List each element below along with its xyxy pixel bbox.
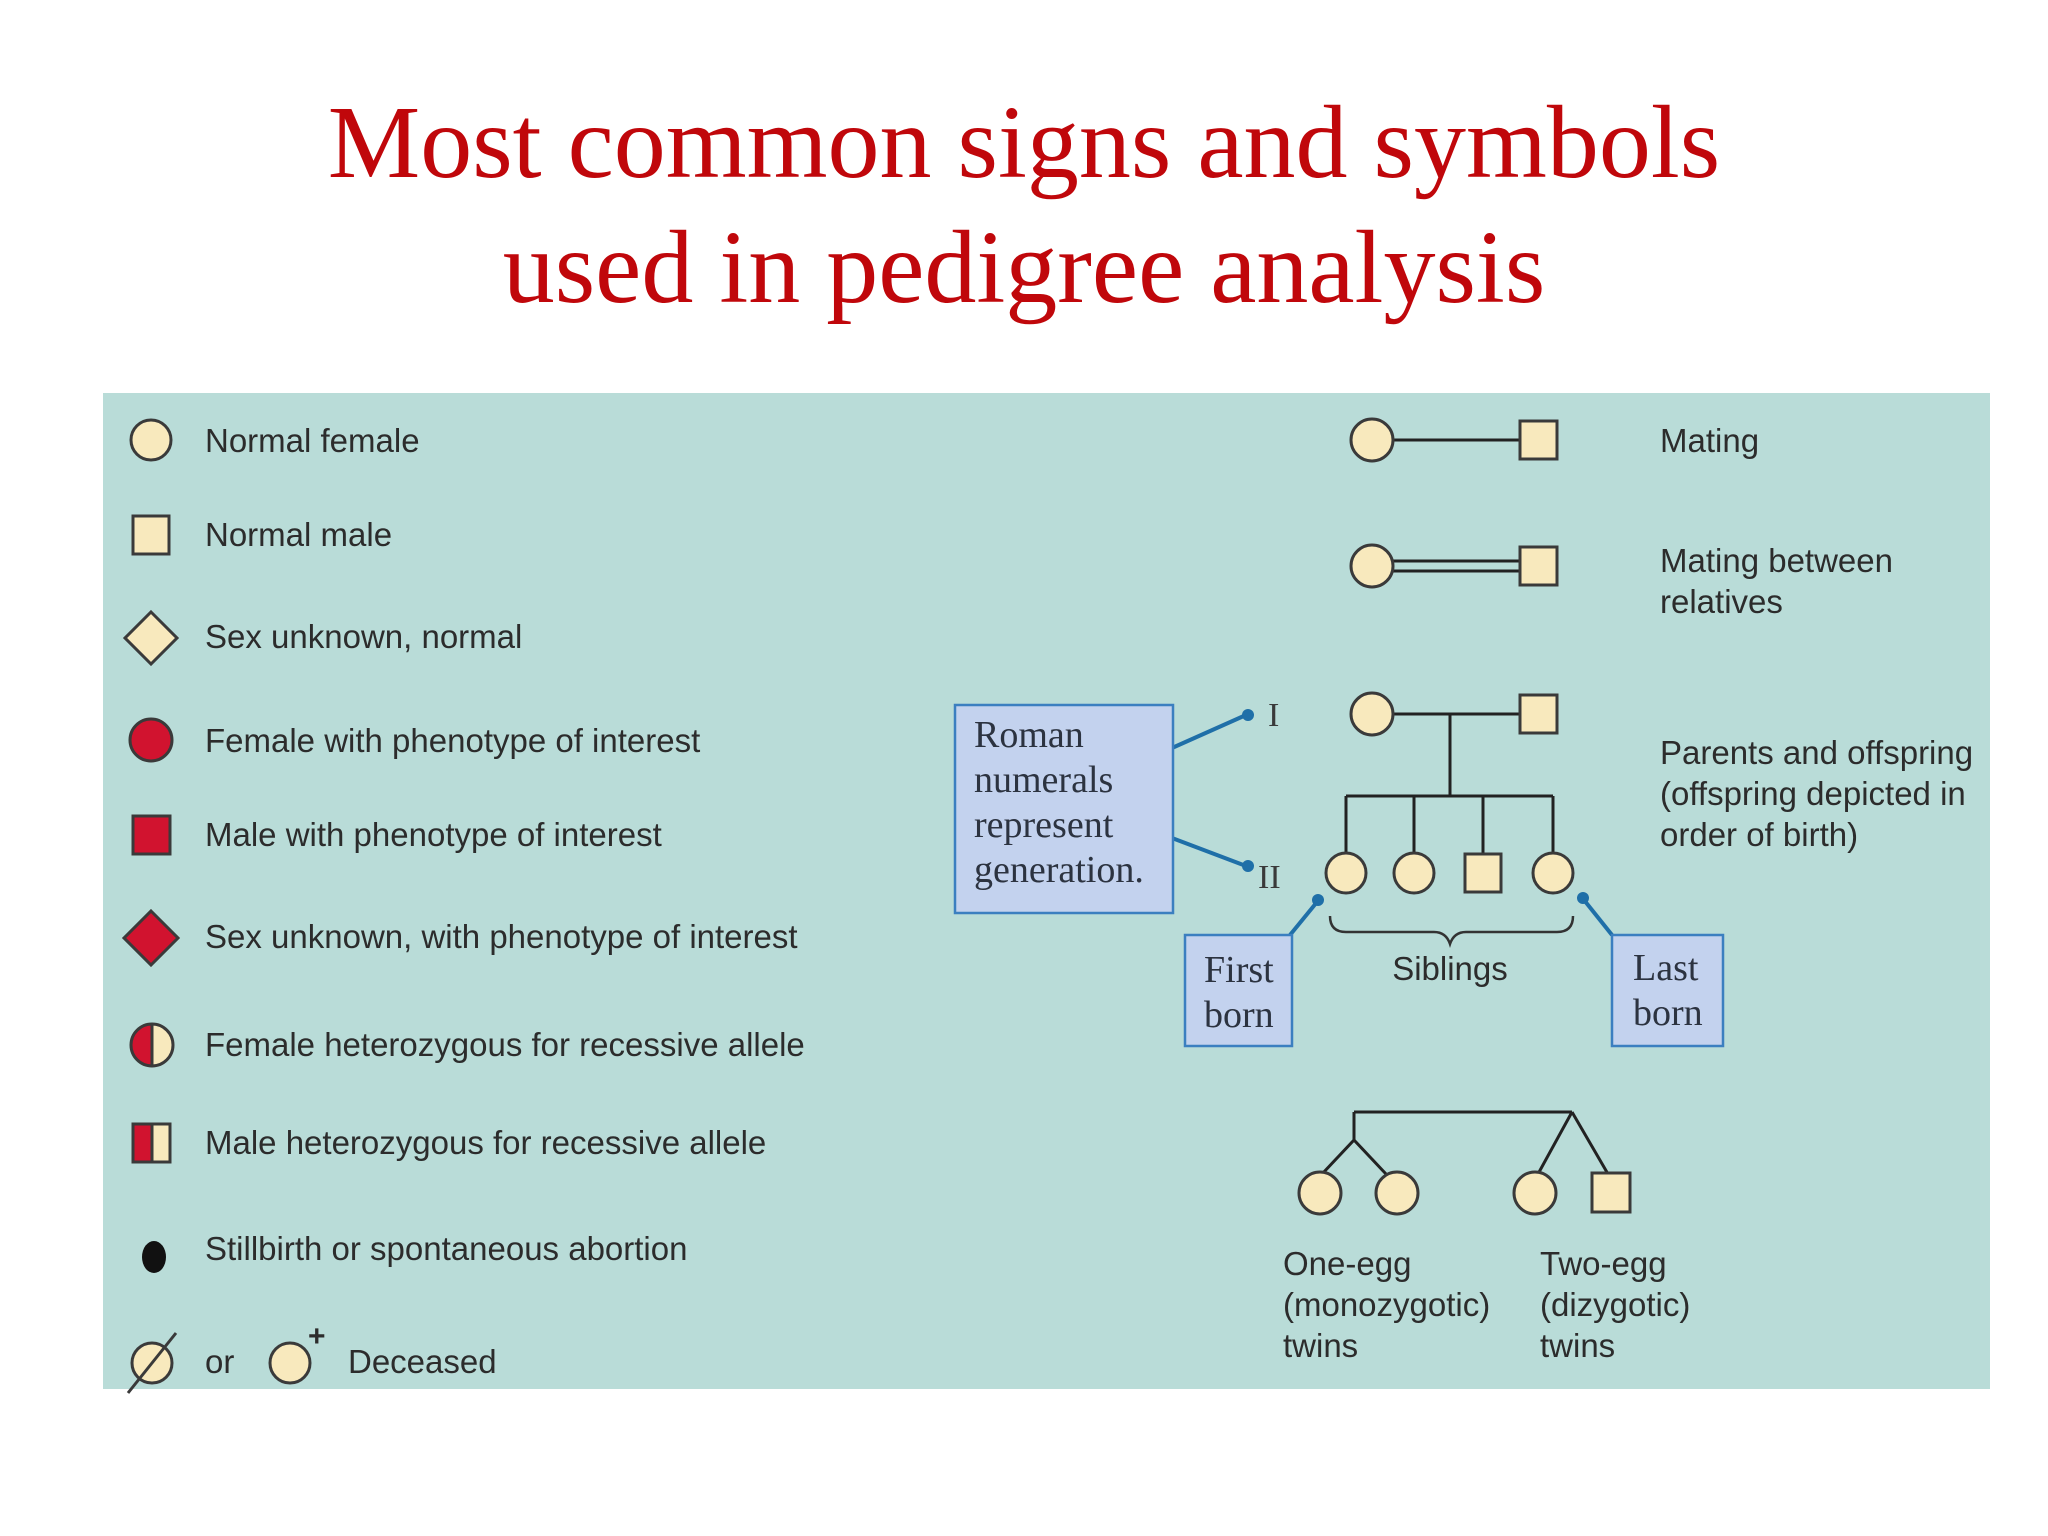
monozygotic-branch-1 (1320, 1138, 1356, 1176)
dizygotic-branch-2 (1570, 1111, 1610, 1175)
or-label: or (205, 1343, 234, 1380)
affected-female-icon (128, 717, 174, 763)
one-egg-label-2: (monozygotic) (1283, 1286, 1490, 1323)
mother-symbol-icon (1349, 691, 1395, 737)
male-symbol-icon (1518, 545, 1559, 587)
two-egg-label-2: (dizygotic) (1540, 1286, 1690, 1323)
callout-pointer (1288, 900, 1319, 937)
deceased-plus-icon (268, 1341, 312, 1385)
legend-male-phenotype: Male with phenotype of interest (131, 814, 662, 856)
pointer-dot (1577, 892, 1589, 904)
last-born-callout: Last born (1577, 892, 1725, 1048)
legend-male-heterozygous: Male heterozygous for recessive allele (131, 1122, 766, 1164)
legend-sex-unknown-phenotype: Sex unknown, with phenotype of interest (121, 908, 798, 968)
title-line-2: used in pedigree analysis (502, 210, 1546, 325)
legend-label: Stillbirth or spontaneous abortion (205, 1230, 687, 1267)
child-female-icon (1392, 851, 1436, 895)
legend-deceased: or + Deceased (126, 1320, 497, 1394)
legend-normal-male: Normal male (131, 514, 392, 556)
two-egg-label-3: twins (1540, 1327, 1615, 1364)
twin-female-icon (1297, 1170, 1343, 1216)
callout-box (953, 703, 1175, 915)
callout-text-3: represent (974, 804, 1114, 846)
legend-label: Normal female (205, 422, 420, 459)
child-male-icon (1463, 852, 1503, 894)
callout-text-2: numerals (974, 759, 1113, 801)
male-symbol-icon (1518, 419, 1559, 461)
callout-pointer (1582, 898, 1614, 937)
female-symbol-icon (129, 418, 173, 462)
mating-relatives-example: Mating between relatives (1349, 542, 1893, 620)
legend-stillbirth: Stillbirth or spontaneous abortion (142, 1230, 687, 1273)
callout-pointer-1 (1171, 713, 1247, 750)
mating-example: Mating (1349, 417, 1759, 463)
pointer-dot (1312, 894, 1324, 906)
legend-label: Deceased (348, 1343, 497, 1380)
siblings-label: Siblings (1392, 950, 1508, 987)
callout-text-2: born (1633, 992, 1703, 1034)
half-fill-normal (152, 1124, 170, 1162)
parents-label-3: order of birth) (1660, 816, 1858, 853)
twin-female-icon (1512, 1170, 1558, 1216)
stillbirth-dot-icon (142, 1241, 166, 1273)
legend-label: Male with phenotype of interest (205, 816, 662, 853)
legend-label: Male heterozygous for recessive allele (205, 1124, 766, 1161)
slash-line (126, 1332, 178, 1394)
callout-box (1183, 933, 1294, 1048)
parents-label-2: (offspring depicted in (1660, 775, 1966, 812)
parents-label-1: Parents and offspring (1660, 734, 1973, 771)
child-female-icon (1531, 851, 1575, 895)
callout-text-4: generation. (974, 849, 1144, 891)
affected-male-icon (131, 814, 172, 856)
monozygotic-branch-2 (1352, 1138, 1388, 1176)
dizygotic-branch-1 (1536, 1111, 1574, 1175)
legend-label: Normal male (205, 516, 392, 553)
twin-female-icon (1374, 1170, 1420, 1216)
roman-numerals-callout: Roman numerals represent generation. (953, 703, 1254, 915)
callout-text-1: Roman (974, 714, 1084, 756)
pointer-dot (1242, 709, 1254, 721)
mating-relatives-label-1: Mating between (1660, 542, 1893, 579)
legend-female-heterozygous: Female heterozygous for recessive allele (129, 1022, 805, 1068)
callout-pointer-2 (1171, 836, 1247, 868)
male-symbol-icon (131, 514, 171, 556)
legend-normal-female: Normal female (129, 418, 420, 462)
half-fill-red (131, 1024, 152, 1066)
mating-relatives-label-2: relatives (1660, 583, 1783, 620)
title-line-1: Most common signs and symbols (327, 85, 1721, 200)
generation-numeral-2: II (1258, 859, 1281, 896)
half-filled-male-icon (133, 1124, 152, 1162)
legend-label: Female with phenotype of interest (205, 722, 700, 759)
legend-label: Female heterozygous for recessive allele (205, 1026, 805, 1063)
callout-text-1: Last (1633, 947, 1699, 989)
one-egg-label-1: One-egg (1283, 1245, 1411, 1282)
callout-text-2: born (1204, 994, 1274, 1036)
mating-label: Mating (1660, 422, 1759, 459)
siblings-brace (1328, 915, 1575, 948)
two-egg-label-1: Two-egg (1540, 1245, 1667, 1282)
callout-text-1: First (1204, 949, 1274, 991)
father-symbol-icon (1518, 693, 1559, 735)
page-title: Most common signs and symbols used in pe… (0, 80, 2048, 330)
one-egg-label-3: twins (1283, 1327, 1358, 1364)
callout-box (1610, 933, 1725, 1048)
parents-offspring-example: Parents and offspring (offspring depicte… (1258, 691, 1973, 987)
affected-diamond-icon (121, 908, 181, 968)
pointer-dot (1242, 860, 1254, 872)
female-symbol-icon (1349, 543, 1395, 589)
first-born-callout: First born (1183, 894, 1324, 1048)
twins-example: One-egg (monozygotic) twins Two-egg (diz… (1283, 1110, 1690, 1364)
diamond-symbol-icon (122, 609, 180, 667)
child-female-icon (1324, 851, 1368, 895)
female-symbol-icon (1349, 417, 1395, 463)
legend-sex-unknown-normal: Sex unknown, normal (122, 609, 522, 667)
twin-male-icon (1590, 1171, 1632, 1214)
legend-female-phenotype: Female with phenotype of interest (128, 717, 700, 763)
generation-numeral-1: I (1268, 697, 1279, 734)
legend-label: Sex unknown, with phenotype of interest (205, 918, 798, 955)
legend-label: Sex unknown, normal (205, 618, 522, 655)
plus-sign: + (308, 1320, 326, 1353)
